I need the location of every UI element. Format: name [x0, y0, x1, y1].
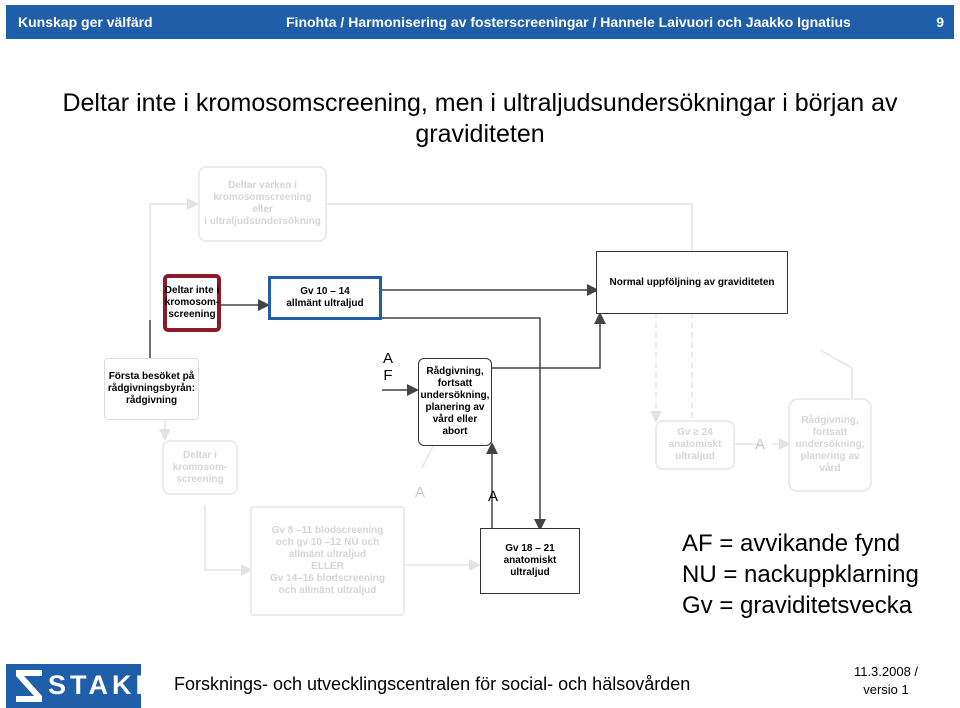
box-deltar-varken: Deltar varken i kromosomscreening eller …: [198, 166, 327, 242]
header-subtitle: Finohta / Harmonisering av fosterscreeni…: [286, 14, 851, 30]
footer-date: 11.3.2008 / versio 1: [836, 663, 936, 699]
box-line: Normal uppföljning av graviditeten: [609, 276, 775, 288]
box-line: och gv 10 –12 NU och: [275, 537, 380, 548]
box-line: ultraljud: [510, 567, 550, 578]
box-line: Gv 18 – 21: [505, 543, 555, 554]
box-line: screening: [168, 309, 216, 320]
box-line: fortsatt: [437, 378, 473, 389]
box-line: Gv 14–16 blodscreening: [269, 573, 386, 584]
abbreviation-legend: AF = avvikande fynd NU = nackuppklarning…: [682, 528, 919, 621]
box-line: eller: [252, 204, 273, 215]
box-gv-10-14: Gv 10 – 14 allmänt ultraljud: [268, 276, 382, 320]
af-label: A F: [380, 350, 396, 384]
box-line: undersökning,: [420, 390, 490, 401]
legend-gv: Gv = graviditetsvecka: [682, 592, 913, 619]
box-line: och allmänt ultraljud: [278, 585, 377, 596]
box-line: i ultraljudsundersökning: [204, 216, 321, 227]
box-line: planering av: [800, 451, 860, 462]
box-line: kromosom-: [172, 461, 228, 473]
a-label-left: A: [414, 484, 425, 501]
box-line: vård eller: [432, 414, 478, 425]
box-line: Första besöket på: [108, 371, 195, 382]
box-line: Deltar varken i: [228, 180, 297, 191]
logo-mark-icon: [16, 670, 42, 702]
box-line: kromosom-: [164, 297, 220, 308]
box-radgivning-abort: Rådgivning, fortsatt undersökning, plane…: [418, 358, 492, 446]
box-line: kromosomscreening: [213, 192, 312, 203]
af-letter-a: A: [382, 350, 393, 367]
box-line: Gv 8 –11 blodscreening: [271, 525, 384, 536]
footer-organization: Forsknings- och utvecklingscentralen för…: [174, 674, 691, 694]
box-line: Deltar i: [183, 449, 217, 461]
box-line: allmänt ultraljud: [286, 298, 364, 309]
box-line: vård: [819, 463, 841, 474]
box-line: Gv ≥ 24: [677, 427, 713, 438]
box-deltar-i-faded: Deltar i kromosom- screening: [162, 440, 238, 495]
footer-date-line: 11.3.2008 /: [853, 664, 919, 679]
a-label-right: A: [487, 488, 498, 505]
header-tagline: Kunskap ger välfärd: [18, 14, 153, 30]
logo-text: STAKES: [48, 670, 180, 700]
header-bar: Kunskap ger välfärd Finohta / Harmoniser…: [6, 5, 954, 39]
box-normal-uppfoljning: Normal uppföljning av graviditeten: [596, 251, 788, 314]
box-gv-24: Gv ≥ 24 anatomiskt ultraljud: [655, 420, 735, 470]
legend-af: AF = avvikande fynd: [682, 530, 901, 557]
box-deltar-inte: Deltar inte i kromosom- screening: [163, 274, 221, 332]
box-radgivning-vard: Rådgivning, fortsatt undersökning, plane…: [788, 398, 872, 492]
box-line: Rådgivning,: [801, 415, 859, 426]
box-line: anatomiskt: [668, 439, 722, 450]
box-line: anatomiskt: [503, 555, 557, 566]
box-line: ultraljud: [675, 451, 715, 462]
box-line: planering av: [425, 402, 485, 413]
box-gv-8-11: Gv 8 –11 blodscreening och gv 10 –12 NU …: [250, 506, 405, 616]
slide-title: Deltar inte i kromosomscreening, men i u…: [62, 89, 898, 148]
stakes-logo: STAKES: [6, 664, 176, 708]
page-number: 9: [936, 14, 944, 30]
footer-version-line: versio 1: [863, 682, 909, 697]
box-line: allmänt ultraljud: [288, 549, 367, 560]
box-line: abort: [442, 426, 468, 437]
box-forsta-besoket: Första besöket på rådgivningsbyrån: rådg…: [104, 358, 199, 420]
box-line: undersökning,: [795, 439, 865, 450]
af-letter-f: F: [383, 367, 393, 384]
box-line: screening: [176, 473, 224, 485]
box-line: Deltar inte i: [164, 285, 220, 296]
box-line: Gv 10 – 14: [300, 286, 350, 297]
legend-nu: NU = nackuppklarning: [682, 561, 919, 588]
box-line: Rådgivning,: [426, 366, 484, 377]
box-line: fortsatt: [812, 427, 848, 438]
box-line: rådgivning: [125, 395, 178, 406]
box-gv-18-21: Gv 18 – 21 anatomiskt ultraljud: [480, 528, 580, 594]
box-line: ELLER: [311, 561, 344, 572]
box-line: rådgivningsbyrån:: [107, 383, 196, 394]
a-label-faded-right: A: [754, 436, 765, 453]
